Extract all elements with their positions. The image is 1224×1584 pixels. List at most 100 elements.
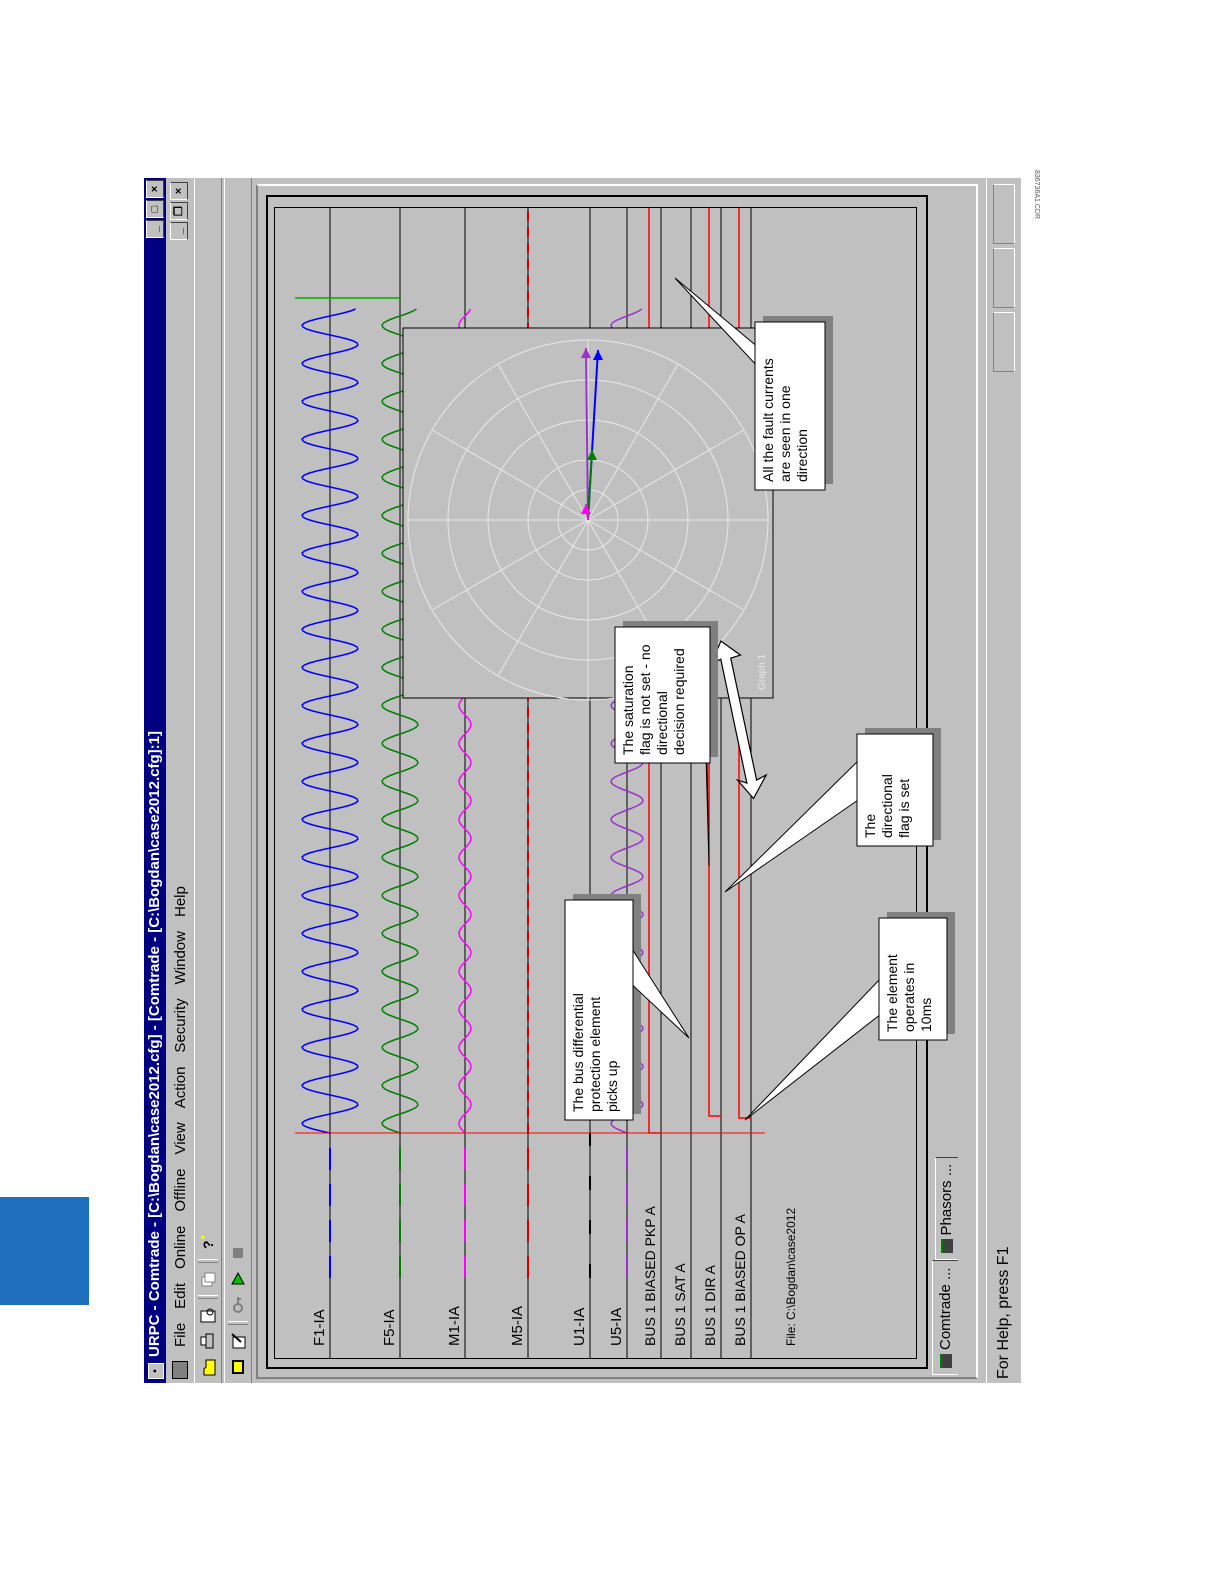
phasor-2 — [587, 449, 593, 521]
print-icon[interactable] — [199, 1331, 217, 1351]
phasor-1 — [585, 347, 589, 521]
chapter-tab — [0, 1197, 89, 1305]
app-icon: ▪ — [148, 1363, 164, 1379]
edit-icon[interactable] — [229, 1331, 247, 1351]
mdi-restore-button[interactable]: ❐ — [170, 202, 188, 220]
tab-phasors[interactable]: Phasors ... — [935, 1156, 958, 1261]
callout-fault-text-1: are seen in one — [777, 385, 793, 482]
title-bar: ▪ URPC - Comtrade - [C:\Bogdan\case2012.… — [144, 178, 166, 1383]
callout-pickup-box — [564, 899, 634, 1121]
key-icon[interactable] — [229, 1295, 247, 1315]
callout-fault-box — [754, 321, 826, 491]
comtrade-tab-icon — [939, 1354, 952, 1368]
waveform-plot: F1-IA F5-IA M1-IA M5-IA U1-IA U5-IA BUS 1 BIAS… — [295, 208, 955, 1358]
status-pane-3 — [993, 184, 1015, 244]
callout-saturation-text-1: flag is not set - no — [637, 644, 653, 755]
polar-spoke-120 — [587, 519, 745, 611]
menu-online[interactable]: Online — [171, 1225, 189, 1269]
copy-icon[interactable] — [199, 1269, 217, 1289]
channel-label-5: U5-IA — [608, 1308, 625, 1346]
phasor-head-1 — [581, 348, 591, 358]
callout-saturation-text-3: decision required — [671, 648, 687, 755]
polar-spoke-210 — [497, 519, 589, 677]
menu-view[interactable]: View — [171, 1122, 189, 1155]
callout-directional-text-2: flag is set — [896, 779, 912, 838]
print-preview-icon[interactable] — [199, 1305, 217, 1325]
tab-phasors-label: Phasors ... — [938, 1163, 955, 1236]
channel-label-3: M5-IA — [509, 1306, 526, 1346]
channel-label-8: BUS 1 DIR A — [702, 1264, 718, 1346]
file-label: File: C:\Bogdan\case2012 — [784, 1208, 798, 1346]
menu-window[interactable]: Window — [171, 931, 189, 985]
tab-strip: Comtrade ... Phasors ... — [932, 1156, 958, 1375]
callout-pickup-text-0: The bus differential — [570, 993, 586, 1112]
open-icon[interactable] — [199, 1357, 217, 1377]
channel-label-6: BUS 1 BIASED PKP A — [642, 1206, 658, 1346]
channel-label-4: U1-IA — [571, 1308, 588, 1346]
tab-comtrade[interactable]: Comtrade ... — [932, 1260, 958, 1375]
callout-saturation-text-0: The saturation — [620, 666, 636, 756]
svg-text:?: ? — [200, 1240, 216, 1249]
screenshot-frame: ▪ URPC - Comtrade - [C:\Bogdan\case2012.… — [144, 178, 1021, 1383]
comtrade-document: F1-IA F5-IA M1-IA M5-IA U1-IA U5-IA BUS 1 BIAS… — [256, 184, 978, 1379]
status-pane-1 — [993, 312, 1015, 372]
status-bar: For Help, press F1 — [986, 178, 1020, 1383]
menu-help[interactable]: Help — [171, 886, 189, 918]
menu-bar: File Edit Online Offline View Action Sec… — [168, 178, 192, 1383]
callout-fault-text-0: All the fault currents — [760, 358, 776, 482]
callout-operates-box — [878, 917, 948, 1041]
channel-label-1: F5-IA — [381, 1309, 398, 1346]
channel-label-2: M1-IA — [446, 1306, 463, 1346]
secondary-toolbar — [224, 178, 252, 1383]
graph-label: Graph 1 — [757, 653, 768, 690]
play-icon[interactable] — [229, 1269, 247, 1289]
help-icon[interactable]: ? — [199, 1233, 217, 1253]
waveform-1 — [381, 308, 419, 1134]
phasor-head-3 — [581, 504, 591, 514]
plot-frame: F1-IA F5-IA M1-IA M5-IA U1-IA U5-IA BUS 1 BIAS… — [266, 195, 955, 1369]
phasors-tab-icon — [941, 1239, 953, 1254]
callout-operates-text-2: 10ms — [918, 998, 934, 1032]
channel-label-0: F1-IA — [311, 1309, 328, 1346]
tab-comtrade-label: Comtrade ... — [936, 1267, 954, 1350]
polar-spoke-30 — [587, 363, 679, 521]
status-pane-2 — [993, 248, 1015, 308]
minimize-button[interactable]: _ — [146, 220, 164, 238]
callout-saturation-text-2: directional — [654, 691, 670, 755]
channel-label-7: BUS 1 SAT A — [672, 1263, 688, 1346]
callout-saturation-box — [614, 626, 711, 764]
callout-directional-text-0: The — [862, 814, 878, 838]
menu-file[interactable]: File — [171, 1322, 189, 1347]
plot-area: F1-IA F5-IA M1-IA M5-IA U1-IA U5-IA BUS 1 BIAS… — [274, 207, 955, 1359]
polar-spoke-240 — [431, 519, 589, 611]
phasor-head-2 — [587, 450, 597, 460]
callout-directional-box — [856, 733, 934, 847]
main-toolbar: ? — [194, 178, 222, 1383]
menu-security[interactable]: Security — [171, 998, 189, 1053]
document-icon[interactable] — [172, 1361, 188, 1379]
channel-label-9: BUS 1 BIASED OP A — [732, 1213, 748, 1346]
waveform-0 — [301, 308, 359, 1134]
polar-spoke-300 — [431, 429, 589, 521]
callout-fault-text-2: direction — [794, 429, 810, 482]
menu-edit[interactable]: Edit — [171, 1282, 189, 1309]
polar-spoke-60 — [587, 429, 745, 521]
callout-operates-text-1: operates in — [901, 963, 917, 1032]
close-button[interactable]: × — [146, 180, 164, 198]
status-text: For Help, press F1 — [995, 1246, 1012, 1379]
callout-pickup-text-1: protection element — [587, 997, 603, 1112]
mdi-minimize-button[interactable]: _ — [170, 222, 188, 240]
stop-icon[interactable] — [229, 1243, 247, 1263]
callout-pickup-text-2: picks up — [604, 1060, 620, 1112]
record-icon[interactable] — [229, 1357, 247, 1377]
maximize-button[interactable]: □ — [146, 200, 164, 218]
menu-offline[interactable]: Offline — [171, 1168, 189, 1212]
polar-spoke-330 — [497, 363, 589, 521]
callout-operates-text-0: The element — [884, 954, 900, 1032]
double-arrow — [710, 640, 768, 800]
figure-code: 836736A1.CDR — [1033, 170, 1040, 220]
callout-directional-text-1: directional — [879, 774, 895, 838]
menu-action[interactable]: Action — [171, 1066, 189, 1109]
mdi-close-button[interactable]: × — [170, 182, 188, 200]
window-title: URPC - Comtrade - [C:\Bogdan\case2012.cf… — [146, 731, 163, 1357]
